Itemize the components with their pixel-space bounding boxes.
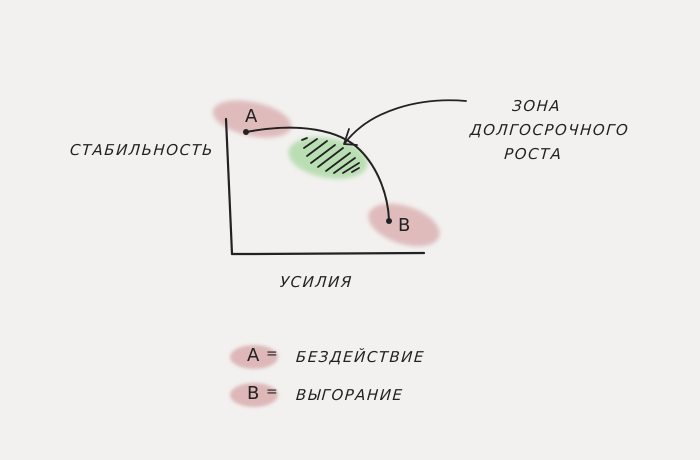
zone-highlight xyxy=(288,137,368,179)
legend-item-a: A = БЕЗДЕЙСТВИЕ xyxy=(230,343,426,371)
legend-equals-b: = xyxy=(266,384,278,400)
legend-item-b: B = ВЫГОРАНИЕ xyxy=(230,381,404,409)
point-a-dot xyxy=(243,129,249,135)
legend-letter-a: A xyxy=(247,345,260,366)
legend-highlight-b xyxy=(230,383,278,407)
curve-a-to-b xyxy=(245,126,390,221)
x-axis xyxy=(230,251,426,256)
legend-text-a: БЕЗДЕЙСТВИЕ xyxy=(295,348,426,366)
zone-hatching xyxy=(301,137,360,174)
legend-key-b: B = xyxy=(230,381,290,409)
zone-arrow-head xyxy=(343,128,358,146)
zone-arrow xyxy=(344,99,467,144)
point-a-label: A xyxy=(245,106,258,127)
y-axis-label: СТАБИЛЬНОСТЬ xyxy=(69,141,215,159)
legend-text-b: ВЫГОРАНИЕ xyxy=(295,386,405,404)
zone-label-line-3: РОСТА xyxy=(503,145,564,163)
point-b-label: B xyxy=(398,215,411,236)
zone-label-line-2: ДОЛГОСРОЧНОГО xyxy=(469,121,630,139)
legend-letter-b: B xyxy=(247,383,260,404)
legend-key-a: A = xyxy=(230,343,290,371)
x-axis-label: УСИЛИЯ xyxy=(279,273,354,291)
point-b-dot xyxy=(386,218,392,224)
point-b-highlight xyxy=(368,203,440,247)
zone-label: ЗОНА ДОЛГОСРОЧНОГО РОСТА xyxy=(467,94,630,166)
zone-label-line-1: ЗОНА xyxy=(511,97,562,115)
legend-highlight-a xyxy=(230,345,278,369)
legend-equals-a: = xyxy=(266,346,278,362)
y-axis xyxy=(224,117,234,256)
